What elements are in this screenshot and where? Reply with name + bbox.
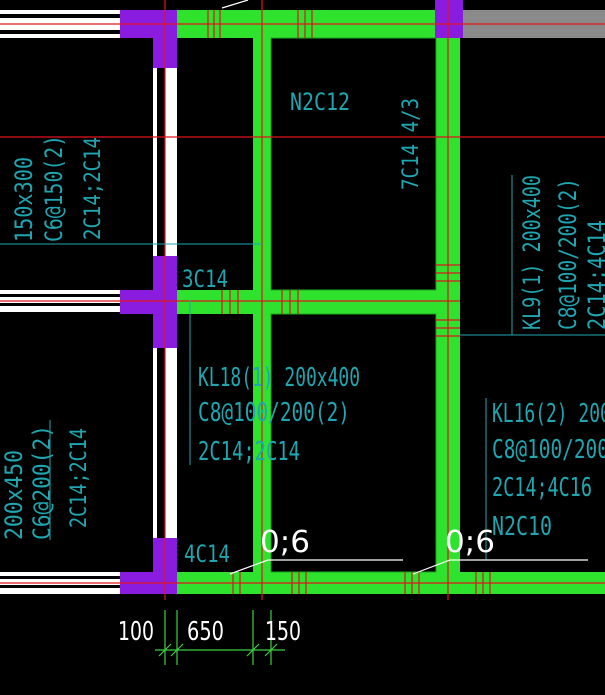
mark-a-leader [229,559,403,575]
label-kl18-stirrup: C8@100/200(2) [198,398,350,428]
wall-bot-left-core [0,579,120,585]
label-kl18-rebar: 2C14;2C14 [198,437,300,467]
mark-leaders [221,0,588,575]
column-top-right [435,0,463,38]
label-left-top-rebar: 2C14;2C14 [81,137,106,240]
label-3c14: 3C14 [182,265,228,293]
label-left-bot-stirrup: C6@200(2) [28,425,56,540]
column-mid-left-h [120,290,177,314]
beam-outlines [270,37,437,573]
slab-cell-1 [270,37,437,291]
label-kl9-name: KL9(1) 200x400 [518,175,546,330]
beam-mid [177,290,460,314]
label-left-top-size: 150x300 [10,157,38,242]
mark-b: 0;6 [445,525,495,560]
dimension-tick-icon [170,643,184,657]
slab-cell-2 [270,313,437,573]
label-kl16-rebar: 2C14;4C16 [492,473,592,503]
label-kl9-stirrup: C8@100/200(2) [554,178,582,330]
label-4c14: 4C14 [184,540,230,568]
dim-650: 650 [187,617,224,647]
dim-150: 150 [265,617,301,647]
label-left-bot-size: 200x450 [0,450,28,540]
wall-mid-left-core [0,297,120,303]
label-left-top-stirrup: C6@150(2) [40,135,68,242]
grid-lines [0,0,605,600]
mark-b-leader [412,559,588,575]
label-left-bot-rebar: 2C14;2C14 [67,428,92,528]
label-n2c12: N2C12 [290,88,350,116]
dimension-tick-icon [264,643,278,657]
label-kl16-name: KL16(2) 200x400 [492,399,605,429]
mark-a: 0;6 [260,525,310,560]
rebar-ticks [207,10,491,594]
top-leader [221,0,249,9]
label-kl9-rebar: 2C14;4C14 [583,220,605,330]
dim-100: 100 [118,617,154,647]
label-kl16-stirrup: C8@100/200(2) [492,435,605,465]
label-7c14: 7C14 4/3 [399,98,424,190]
dimension-line [155,610,285,665]
dimension-tick-icon [246,643,260,657]
annotation-leaders [0,175,605,560]
label-kl18-name: KL18(1) 200x400 [198,363,360,393]
dimension-tick-icon [158,643,172,657]
label-kl16-extra: N2C10 [492,512,552,542]
